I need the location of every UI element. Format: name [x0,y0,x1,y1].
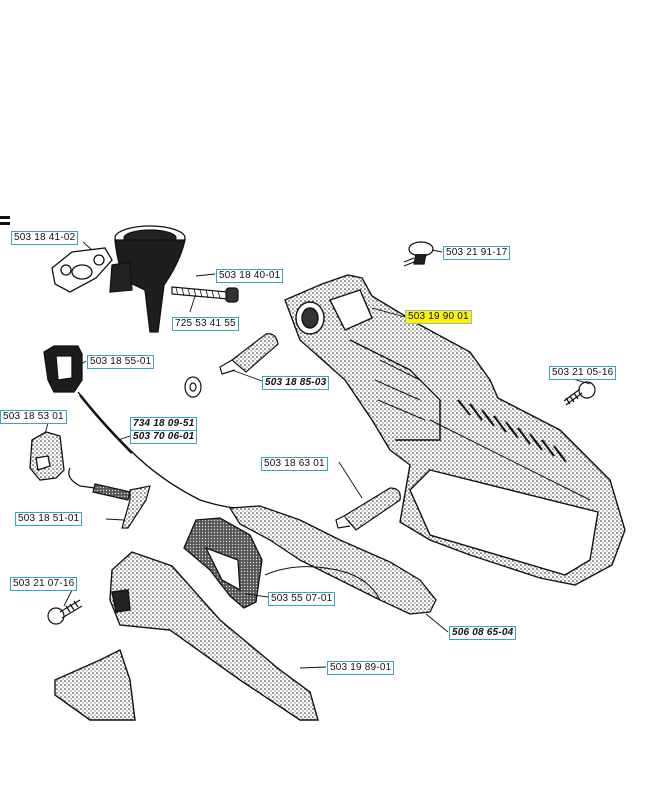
throttle-clip-part[interactable] [43,345,83,393]
part-label-734-18-09-51[interactable]: 734 18 09-51 [130,417,198,431]
front-handle-part[interactable] [54,551,319,721]
part-label-503-19-89-01[interactable]: 503 19 89-01 [327,661,395,675]
intake-funnel-part[interactable] [109,225,186,333]
lever-pin-part[interactable] [68,467,151,529]
trigger-part[interactable] [29,431,65,481]
part-label-503-19-90-01[interactable]: 503 19 90 01 [405,310,472,324]
screw-part-right[interactable] [563,381,596,406]
handle-housing-part[interactable] [284,274,626,586]
part-label-503-18-63-01[interactable]: 503 18 63 01 [261,457,328,471]
part-label-503-18-55-01[interactable]: 503 18 55-01 [87,355,155,369]
part-label-506-08-65-04[interactable]: 506 08 65-04 [449,626,517,640]
part-label-503-70-06-01[interactable]: 503 70 06-01 [130,430,198,444]
throttle-cable-part[interactable] [77,391,241,509]
part-label-503-55-07-01[interactable]: 503 55 07-01 [268,592,336,606]
throttle-lock-part[interactable] [183,517,263,609]
edge-marker [0,216,10,225]
part-label-725-53-41-55[interactable]: 725 53 41 55 [172,317,239,331]
part-label-503-18-40-01[interactable]: 503 18 40-01 [216,269,284,283]
part-label-503-18-51-01[interactable]: 503 18 51-01 [15,512,83,526]
part-label-503-18-41-02[interactable]: 503 18 41-02 [11,231,79,245]
push-pin-fastener-part[interactable] [403,241,434,267]
spring-cap-upper-part[interactable] [219,333,279,375]
part-label-503-18-53-01[interactable]: 503 18 53 01 [0,410,67,424]
screw-part-left[interactable] [47,599,83,625]
flange-gasket-part[interactable] [51,247,113,293]
washer-part[interactable] [184,376,202,398]
throttle-lever-part[interactable] [228,505,437,615]
part-label-503-21-91-17[interactable]: 503 21 91-17 [443,246,511,260]
part-label-503-21-05-16[interactable]: 503 21 05-16 [549,366,617,380]
part-label-503-21-07-16[interactable]: 503 21 07-16 [10,577,78,591]
long-bolt-part[interactable] [171,286,239,303]
part-label-503-18-85-03[interactable]: 503 18 85-03 [262,376,330,390]
spring-cap-middle-part[interactable] [335,487,401,531]
